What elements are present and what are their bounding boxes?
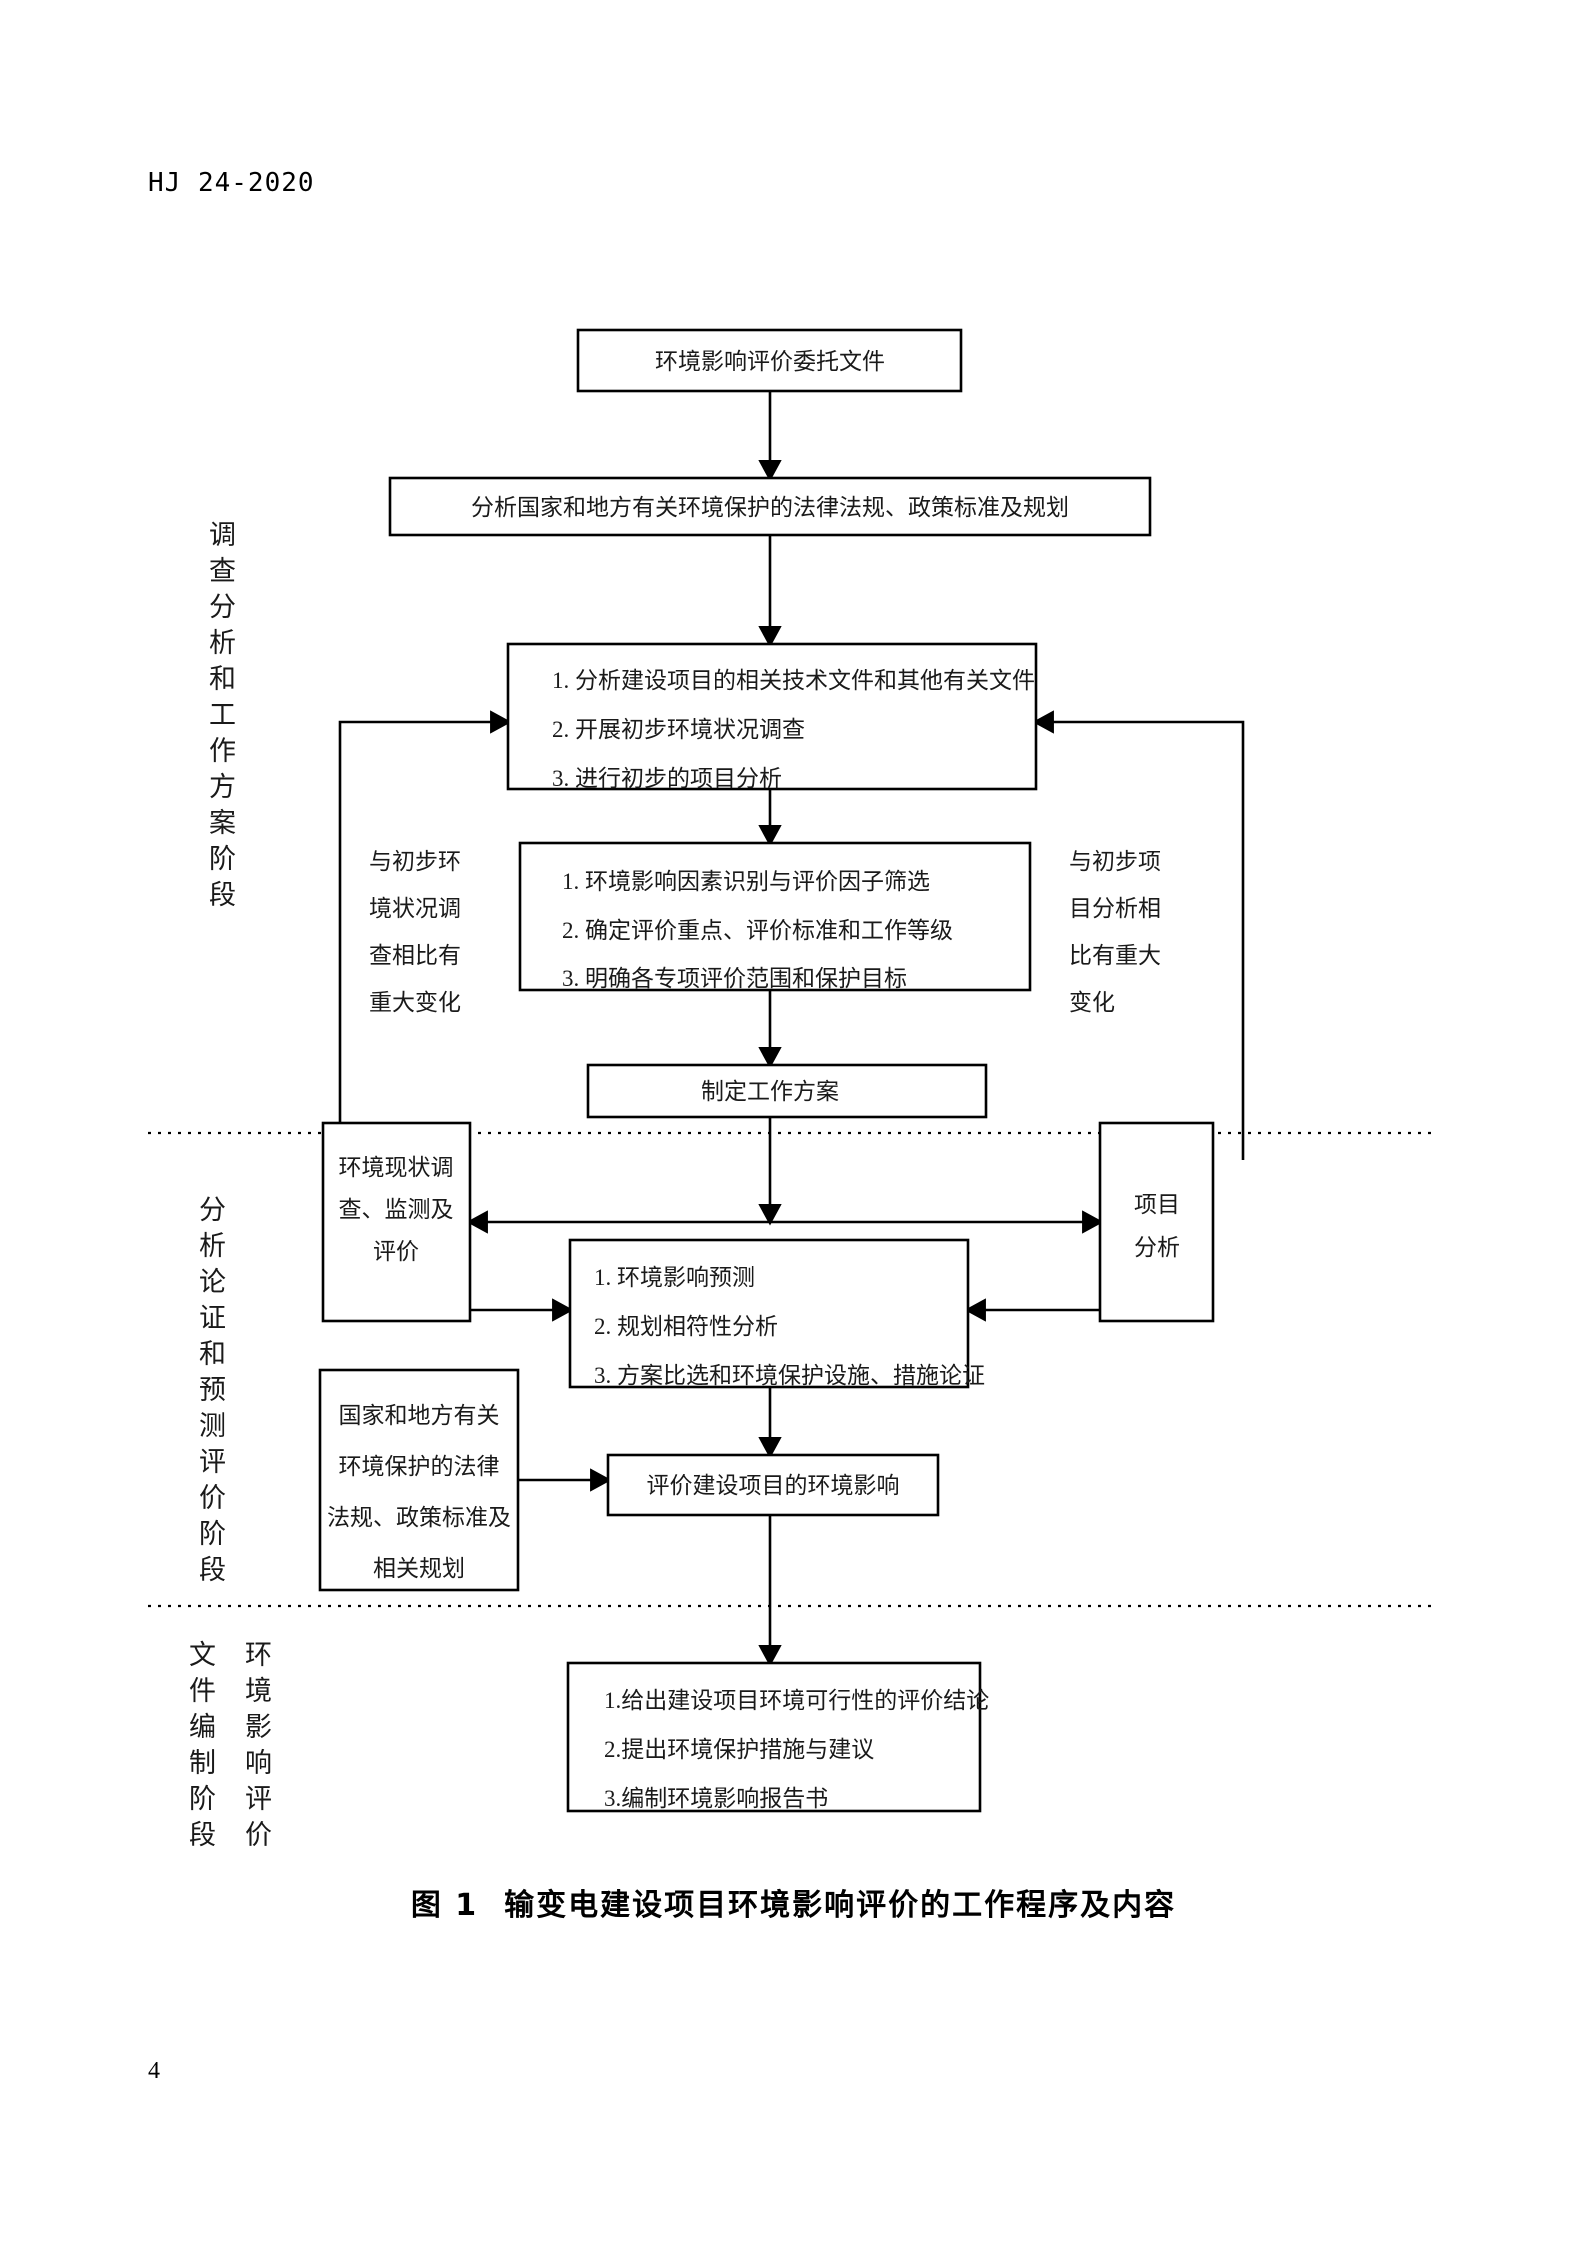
stage-label-document-compilation: 文件编制阶段 xyxy=(185,1640,215,1856)
edge-label-left-line-4: 重大变化 xyxy=(369,990,461,1015)
node-commission-document: 环境影响评价委托文件 xyxy=(576,328,963,393)
edge-label-right-line-1: 与初步项 xyxy=(1069,849,1161,874)
node-laws-reference-line-2: 环境保护的法律 xyxy=(339,1454,500,1479)
node-impact-factors: 1. 环境影响因素识别与评价因子筛选 2. 确定评价重点、评价标准和工作等级 3… xyxy=(518,841,1032,992)
edge-label-right-line-3: 比有重大 xyxy=(1069,943,1161,968)
node-laws-reference-line-1: 国家和地方有关 xyxy=(339,1403,500,1428)
stage-label-investigation: 调查分析和工作方案阶段 xyxy=(205,520,235,916)
node-prediction-item-2: 2. 规划相符性分析 xyxy=(594,1314,778,1339)
node-project-analysis-line-1: 项目 xyxy=(1134,1192,1180,1217)
edge-label-right-line-4: 变化 xyxy=(1069,990,1115,1015)
node-environmental-status-line-2: 查、监测及 xyxy=(339,1197,454,1222)
node-laws-analysis-label: 分析国家和地方有关环境保护的法律法规、政策标准及规划 xyxy=(471,495,1069,520)
node-prediction-demonstration: 1. 环境影响预测 2. 规划相符性分析 3. 方案比选和环境保护设施、措施论证 xyxy=(568,1238,985,1389)
node-evaluate-impact-label: 评价建设项目的环境影响 xyxy=(647,1473,900,1498)
edge-right-feedback-loop xyxy=(1032,710,1245,1160)
node-project-analysis-line-2: 分析 xyxy=(1134,1235,1180,1260)
edge-label-left-line-2: 境状况调 xyxy=(369,896,461,921)
node-work-plan: 制定工作方案 xyxy=(586,1063,988,1119)
node-work-plan-label: 制定工作方案 xyxy=(701,1079,839,1104)
document-header-standard-number: HJ 24-2020 xyxy=(148,168,315,198)
stage-label-eia: 环境影响评价 xyxy=(241,1640,271,1856)
node-impact-factors-item-2: 2. 确定评价重点、评价标准和工作等级 xyxy=(562,918,953,943)
edge-left-feedback-loop xyxy=(338,710,512,1160)
page-number: 4 xyxy=(148,2058,160,2084)
edge-label-left-feedback: 与初步环 境状况调 查相比有 重大变化 xyxy=(369,849,461,1015)
node-commission-document-label: 环境影响评价委托文件 xyxy=(655,349,885,374)
node-project-analysis: 项目 分析 xyxy=(1098,1121,1215,1323)
node-laws-reference-line-3: 法规、政策标准及 xyxy=(327,1505,511,1530)
node-environmental-status-line-1: 环境现状调 xyxy=(339,1155,454,1180)
stage-label-analysis: 分析论证和预测评价阶段 xyxy=(195,1195,225,1591)
node-laws-reference: 国家和地方有关 环境保护的法律 法规、政策标准及 相关规划 xyxy=(318,1368,520,1592)
node-preliminary-work: 1. 分析建设项目的相关技术文件和其他有关文件 2. 开展初步环境状况调查 3.… xyxy=(506,642,1038,791)
edge-label-left-line-3: 查相比有 xyxy=(369,943,461,968)
figure-caption: 图 1 输变电建设项目环境影响评价的工作程序及内容 xyxy=(0,1880,1587,1924)
figure-caption-text: 输变电建设项目环境影响评价的工作程序及内容 xyxy=(504,1888,1177,1923)
node-environmental-status-survey: 环境现状调 查、监测及 评价 xyxy=(321,1121,472,1323)
node-preliminary-item-3: 3. 进行初步的项目分析 xyxy=(552,766,782,791)
node-prediction-item-1: 1. 环境影响预测 xyxy=(594,1265,755,1290)
edge-label-left-line-1: 与初步环 xyxy=(369,849,461,874)
node-preliminary-item-1: 1. 分析建设项目的相关技术文件和其他有关文件 xyxy=(552,668,1035,693)
edge-label-right-line-2: 目分析相 xyxy=(1069,896,1161,921)
node-conclusion: 1.给出建设项目环境可行性的评价结论 2.提出环境保护措施与建议 3.编制环境影… xyxy=(566,1661,989,1813)
node-conclusion-item-3: 3.编制环境影响报告书 xyxy=(604,1786,828,1811)
figure-caption-number: 图 1 xyxy=(410,1888,479,1923)
node-evaluate-impact: 评价建设项目的环境影响 xyxy=(606,1453,940,1517)
node-laws-reference-line-4: 相关规划 xyxy=(373,1556,465,1581)
node-conclusion-item-2: 2.提出环境保护措施与建议 xyxy=(604,1737,874,1762)
node-laws-analysis: 分析国家和地方有关环境保护的法律法规、政策标准及规划 xyxy=(388,476,1152,537)
node-preliminary-item-2: 2. 开展初步环境状况调查 xyxy=(552,717,805,742)
node-conclusion-item-1: 1.给出建设项目环境可行性的评价结论 xyxy=(604,1688,989,1713)
node-impact-factors-item-3: 3. 明确各专项评价范围和保护目标 xyxy=(562,966,907,991)
edge-label-right-feedback: 与初步项 目分析相 比有重大 变化 xyxy=(1069,849,1161,1015)
node-prediction-item-3: 3. 方案比选和环境保护设施、措施论证 xyxy=(594,1363,985,1388)
node-environmental-status-line-3: 评价 xyxy=(373,1239,419,1264)
node-impact-factors-item-1: 1. 环境影响因素识别与评价因子筛选 xyxy=(562,869,930,894)
